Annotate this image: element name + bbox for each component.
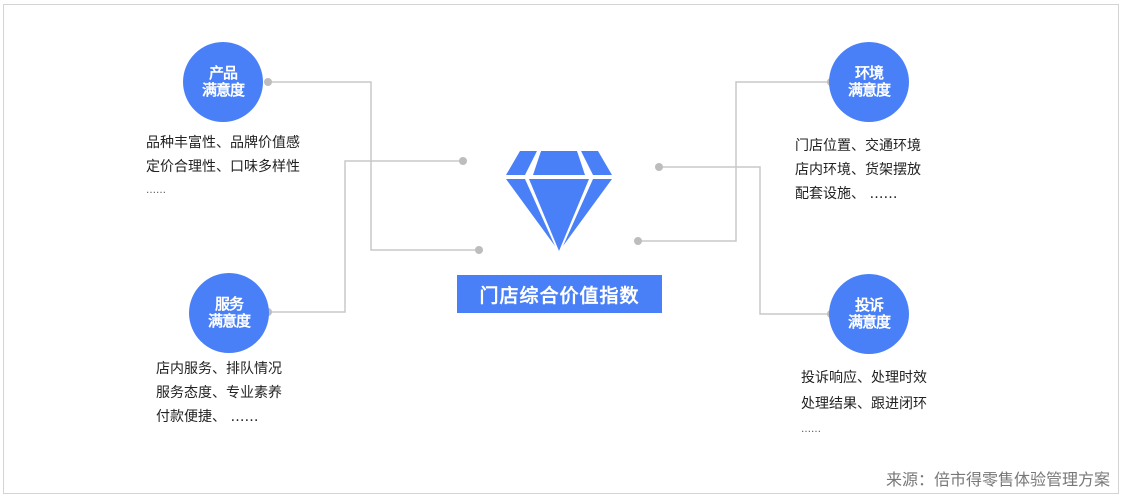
connector-dot xyxy=(264,78,272,86)
connector-service xyxy=(268,160,463,313)
desc-line: …… xyxy=(801,424,821,435)
connector-dot xyxy=(634,237,642,245)
node-product-label-1: 产品 xyxy=(208,64,238,82)
connector-dot xyxy=(475,246,483,254)
desc-line: 付款便捷、 …… xyxy=(156,409,259,425)
node-complaint-description: 投诉响应、处理时效 处理结果、跟进闭环 …… xyxy=(801,365,927,443)
node-environment-label-2: 满意度 xyxy=(847,81,891,99)
node-service-label-2: 满意度 xyxy=(207,312,251,330)
desc-line: 服务态度、专业素养 xyxy=(156,385,282,401)
diamond-icon xyxy=(506,151,612,251)
center-title: 门店综合价值指数 xyxy=(457,275,662,313)
node-complaint-label-1: 投诉 xyxy=(854,296,884,314)
node-environment-circle: 环境 满意度 xyxy=(829,42,909,122)
desc-line: 店内服务、排队情况 xyxy=(156,361,282,377)
desc-line: 店内环境、货架摆放 xyxy=(795,162,921,178)
node-complaint-label-2: 满意度 xyxy=(847,313,891,331)
connector-dot xyxy=(655,163,663,171)
desc-line: 定价合理性、口味多样性 xyxy=(146,159,300,175)
node-product-circle: 产品 满意度 xyxy=(183,42,263,122)
node-product-description: 品种丰富性、品牌价值感 定价合理性、口味多样性 …… xyxy=(146,131,300,203)
connector-complaint xyxy=(659,166,831,315)
node-service-label-1: 服务 xyxy=(214,295,244,313)
desc-line: 品种丰富性、品牌价值感 xyxy=(146,135,300,151)
source-note: 来源：倍市得零售体验管理方案 xyxy=(885,470,1110,489)
node-product-label-2: 满意度 xyxy=(201,81,245,99)
desc-line: 门店位置、交通环境 xyxy=(795,138,921,154)
desc-line: 处理结果、跟进闭环 xyxy=(801,396,927,412)
node-environment-description: 门店位置、交通环境 店内环境、货架摆放 配套设施、 …… xyxy=(795,134,921,206)
node-complaint-circle: 投诉 满意度 xyxy=(829,274,909,354)
node-service-circle: 服务 满意度 xyxy=(189,273,269,353)
desc-line: 配套设施、 …… xyxy=(795,186,898,202)
node-environment-label-1: 环境 xyxy=(854,64,884,82)
desc-line: 投诉响应、处理时效 xyxy=(801,370,927,386)
desc-line: …… xyxy=(146,185,166,196)
diagram-frame xyxy=(3,4,1119,494)
connector-environment xyxy=(638,81,831,242)
node-service-description: 店内服务、排队情况 服务态度、专业素养 付款便捷、 …… xyxy=(156,357,282,429)
connector-product xyxy=(268,81,479,251)
connector-dot xyxy=(459,157,467,165)
